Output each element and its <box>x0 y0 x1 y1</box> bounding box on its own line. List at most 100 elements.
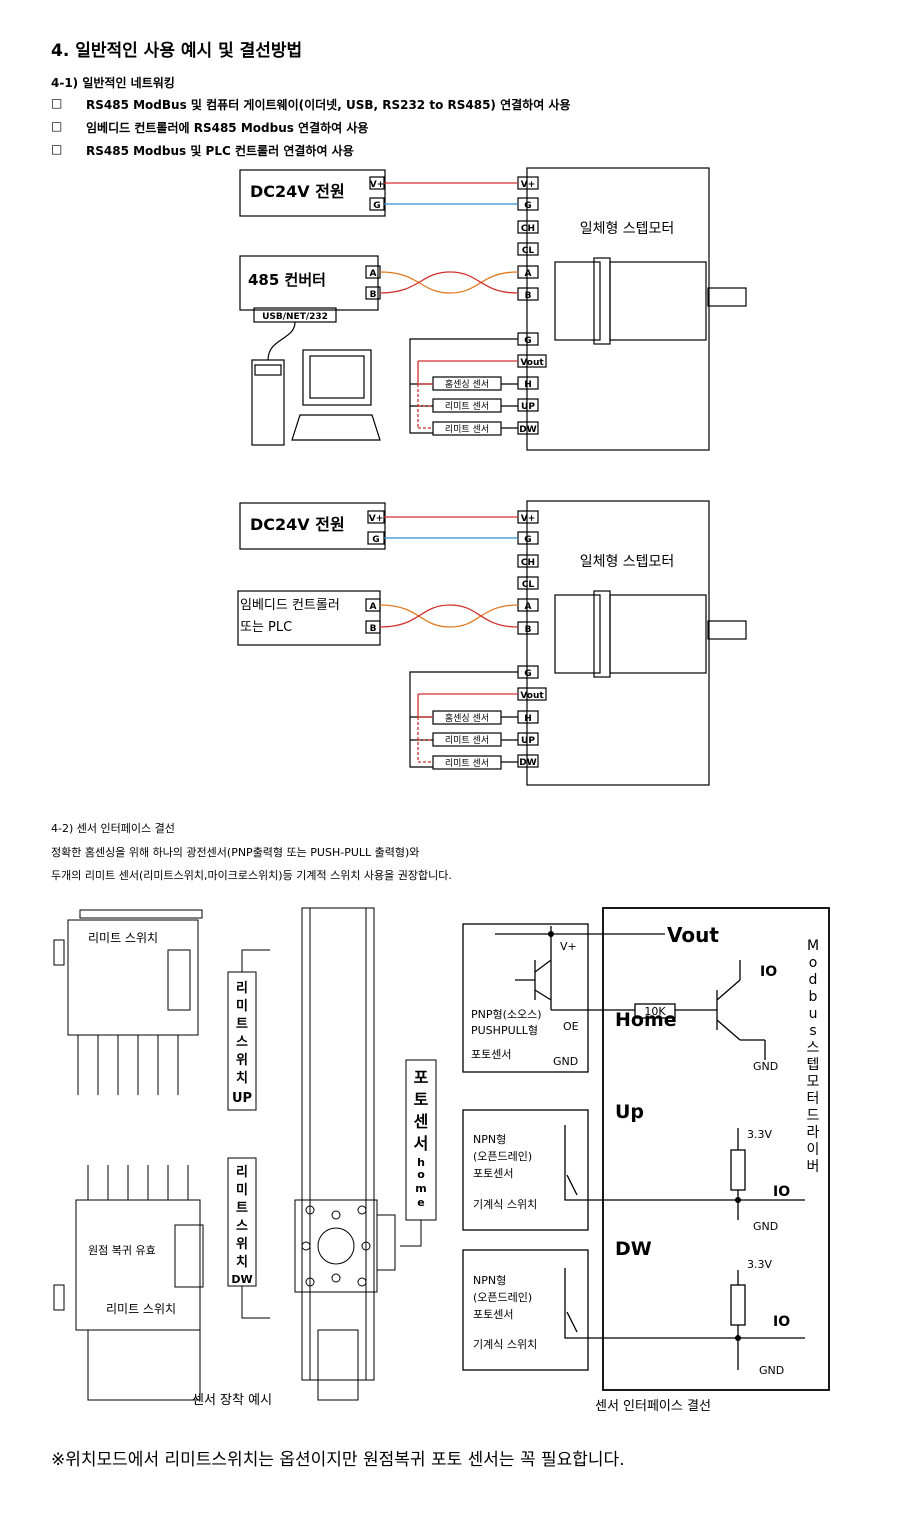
bullet-box: □ <box>51 119 63 133</box>
svg-text:스: 스 <box>807 1040 820 1056</box>
pin-label: V+ <box>521 180 536 190</box>
pin-label: V+ <box>369 514 384 524</box>
pin-label: G <box>524 669 531 679</box>
sensor-label: 리미트 센서 <box>445 424 489 435</box>
pin-label: G <box>372 535 379 545</box>
networking-diagram-2: V+ G A B V+ G CH CL A B G Vout H UP DW 홈… <box>237 500 747 786</box>
vertical-char: 트 <box>236 1201 248 1216</box>
vertical-char: 미 <box>236 998 248 1014</box>
npn-sensor-box-1 <box>462 1109 589 1231</box>
npn-label: (오픈드레인) <box>473 1291 532 1304</box>
motor-label: 일체형 스텝모터 <box>580 554 675 570</box>
npn-label: (오픈드레인) <box>473 1150 532 1163</box>
networking-diagram-1: V+ G A B V+ G CH CL A B G Vout H UP DW 홈… <box>239 167 747 451</box>
vertical-char: 센 <box>414 1112 429 1131</box>
list-item: RS485 ModBus 및 컴퓨터 게이트웨이(이더넷, USB, RS232… <box>86 98 571 112</box>
pin-label: G <box>524 336 531 346</box>
pin-label: Vout <box>520 691 544 701</box>
sensor-label: 리미트 센서 <box>445 735 489 746</box>
vertical-char: 트 <box>236 1017 248 1032</box>
list-item: 임베디드 컨트롤러에 RS485 Modbus 연결하여 사용 <box>86 121 369 135</box>
vertical-char: 치 <box>236 1070 248 1086</box>
gnd-label: GND <box>553 1055 578 1068</box>
pin-label: CH <box>521 224 535 234</box>
pin-label: CL <box>522 580 535 590</box>
up-label: Up <box>615 1101 644 1123</box>
limit-bottom-label: 리미트 스위치 <box>106 1302 176 1316</box>
driver-box <box>602 907 830 1391</box>
motor-box <box>526 500 710 786</box>
sensor-description: 정확한 홈센싱을 위해 하나의 광전센서(PNP출력형 또는 PUSH-PULL… <box>51 846 420 859</box>
v33-label: 3.3V <box>747 1128 772 1141</box>
io-label: IO <box>773 1314 790 1330</box>
converter-label: 485 컨버터 <box>248 271 326 289</box>
controller-label: 또는 PLC <box>240 620 292 635</box>
mech-switch-label: 기계식 스위치 <box>473 1338 537 1351</box>
vertical-char: 위 <box>236 1237 248 1252</box>
io-label: IO <box>760 964 777 980</box>
npn-label: 포토센서 <box>473 1167 513 1180</box>
vertical-char: 리 <box>236 1164 248 1180</box>
pin-label: G <box>524 201 531 211</box>
vplus-label: V+ <box>560 940 577 953</box>
sensor-interface-diagram: Vout Home Up DW IO IO IO 10K V+ PNP형(소오스… <box>462 907 830 1414</box>
vertical-char: DW <box>231 1273 252 1286</box>
svg-text:이: 이 <box>807 1142 820 1158</box>
svg-text:M: M <box>807 938 819 954</box>
vertical-char: 스 <box>236 1219 248 1234</box>
pin-label: B <box>370 624 377 634</box>
vertical-char: 서 <box>414 1134 429 1153</box>
vertical-char: e <box>417 1196 424 1209</box>
bullet-box: □ <box>51 142 63 156</box>
pin-label: DW <box>519 425 536 435</box>
pin-label: V+ <box>521 514 536 524</box>
pnp-sensor-box <box>462 923 589 1073</box>
power-box <box>239 502 386 550</box>
mount-caption: 센서 장착 예시 <box>192 1393 272 1408</box>
power-label: DC24V 전원 <box>250 182 345 201</box>
svg-text:라: 라 <box>807 1125 820 1141</box>
sensor-label: 홈센싱 센서 <box>445 712 489 724</box>
section-title: 4. 일반적인 사용 예시 및 결선방법 <box>51 41 303 61</box>
npn-label: NPN형 <box>473 1133 506 1146</box>
pin-label: DW <box>519 758 536 768</box>
sensor-label: 홈센싱 센서 <box>445 378 489 390</box>
mech-switch-label: 기계식 스위치 <box>473 1198 537 1211</box>
pin-label: A <box>370 269 377 279</box>
npn-sensor-box-2 <box>462 1249 589 1371</box>
subsection-sensor-title: 4-2) 센서 인터페이스 결선 <box>51 822 175 835</box>
pnp-label: PNP형(소오스) <box>471 1008 542 1021</box>
pin-label: A <box>525 602 532 612</box>
sensor-label: 리미트 센서 <box>445 758 489 769</box>
bullet-box: □ <box>51 96 63 110</box>
list-item: RS485 Modbus 및 PLC 컨트롤러 연결하여 사용 <box>86 144 354 158</box>
controller-box <box>237 590 381 646</box>
pin-label: B <box>525 625 532 635</box>
sensor-label: 리미트 센서 <box>445 401 489 412</box>
controller-label: 임베디드 컨트롤러 <box>240 598 340 613</box>
vertical-char: 치 <box>236 1254 248 1270</box>
vertical-char: h <box>417 1156 425 1169</box>
origin-label: 원점 복귀 유효 <box>88 1244 156 1257</box>
dw-label: DW <box>615 1238 652 1260</box>
vout-label: Vout <box>667 923 719 947</box>
pin-label: G <box>524 535 531 545</box>
pin-label: V+ <box>370 180 385 190</box>
svg-text:모: 모 <box>807 1074 820 1090</box>
vertical-char: 토 <box>414 1090 429 1109</box>
motor-box <box>526 167 710 451</box>
svg-text:터: 터 <box>807 1091 820 1107</box>
vertical-char: m <box>415 1182 426 1195</box>
v33-label: 3.3V <box>747 1258 772 1271</box>
pin-label: B <box>525 291 532 301</box>
vertical-char: o <box>417 1168 425 1181</box>
pin-label: UP <box>521 402 535 412</box>
pnp-label: PUSHPULL형 <box>471 1024 538 1037</box>
svg-text:d: d <box>809 972 818 988</box>
power-box <box>239 169 386 217</box>
pin-label: A <box>370 602 377 612</box>
svg-text:b: b <box>809 989 818 1005</box>
pin-label: G <box>373 201 380 211</box>
gnd-label: GND <box>759 1364 784 1377</box>
vertical-char: 리 <box>236 980 248 996</box>
